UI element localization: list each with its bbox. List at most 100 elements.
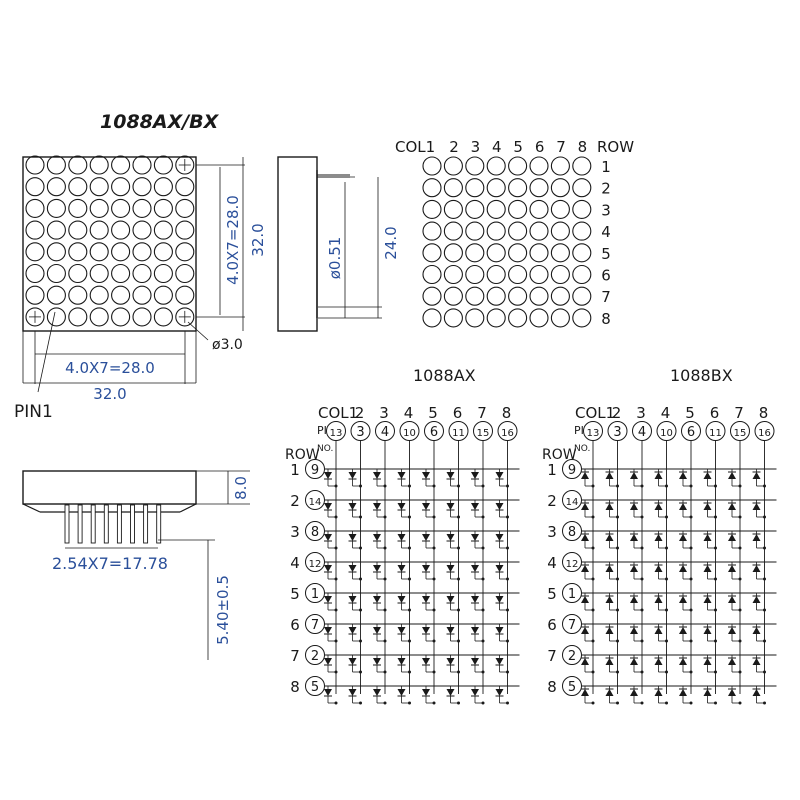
grid-led xyxy=(422,156,442,176)
grid-led xyxy=(572,221,592,241)
front-led xyxy=(25,155,45,175)
diode xyxy=(654,627,663,634)
diode xyxy=(703,472,712,479)
schematic-col-number: 5 xyxy=(685,404,695,422)
junction-dot xyxy=(763,639,766,643)
col-pin-circle xyxy=(497,421,518,441)
junction-dot xyxy=(738,577,742,581)
col-pin-number: 4 xyxy=(638,425,646,440)
diode xyxy=(679,689,687,696)
col-pin-number: 10 xyxy=(403,428,416,439)
front-led xyxy=(111,155,131,175)
diode xyxy=(422,503,430,510)
front-view: 4.0X7=28.0 32.0 4.0X7=28.0 32.0 ø3.0 PIN… xyxy=(14,155,267,422)
schematic-col-number: 4 xyxy=(404,404,414,422)
junction-dot xyxy=(481,484,485,488)
diode xyxy=(397,689,406,696)
junction-dot xyxy=(665,515,668,519)
junction-dot xyxy=(334,546,338,550)
junction-dot xyxy=(383,546,387,550)
grid-led xyxy=(422,264,442,285)
junction-dot xyxy=(616,608,619,612)
junction-dot xyxy=(481,701,485,705)
grid-led xyxy=(508,178,528,198)
junction-dot xyxy=(763,577,766,581)
junction-dot xyxy=(665,484,668,488)
junction-dot xyxy=(408,701,411,705)
diode xyxy=(752,534,761,541)
junction-dot xyxy=(408,484,411,488)
diode xyxy=(752,472,761,479)
diode xyxy=(446,627,455,634)
grid-led xyxy=(422,199,442,219)
grid-led xyxy=(529,156,549,176)
junction-dot xyxy=(334,701,338,705)
front-led xyxy=(68,242,88,262)
junction-dot xyxy=(714,577,717,581)
grid-col-number: 7 xyxy=(556,138,566,156)
front-led xyxy=(25,242,45,262)
diode xyxy=(654,472,663,479)
grid-led xyxy=(529,264,549,285)
junction-dot xyxy=(457,484,460,488)
junction-dot xyxy=(689,701,693,705)
junction-dot xyxy=(714,484,717,488)
diode xyxy=(728,503,736,510)
diode xyxy=(422,627,430,634)
row-pin-number: 7 xyxy=(568,618,576,633)
row-pin-circle xyxy=(305,459,325,479)
diode xyxy=(728,596,736,603)
diode xyxy=(605,565,614,572)
junction-dot xyxy=(640,670,644,674)
junction-dot xyxy=(457,577,460,581)
diode xyxy=(581,658,589,665)
diode xyxy=(581,627,589,634)
junction-dot xyxy=(640,608,644,612)
row-pin-number: 1 xyxy=(311,587,319,602)
row-pin-circle xyxy=(305,521,325,541)
grid-led xyxy=(486,264,506,285)
diode xyxy=(373,596,381,603)
grid-row-number: 5 xyxy=(601,245,611,263)
diode xyxy=(679,472,687,479)
grid-led xyxy=(422,221,442,241)
grid-led xyxy=(508,308,528,328)
diode xyxy=(348,503,357,510)
row-number: 5 xyxy=(547,585,557,603)
grid-row-number: 3 xyxy=(601,201,611,219)
diode xyxy=(471,534,479,541)
grid-led xyxy=(550,178,570,198)
junction-dot xyxy=(616,577,619,581)
row-number: 5 xyxy=(290,585,300,603)
diode xyxy=(679,658,687,665)
grid-row-number: 6 xyxy=(601,267,611,285)
grid-led xyxy=(572,156,592,176)
junction-dot xyxy=(432,701,436,705)
junction-dot xyxy=(714,639,717,643)
dim-width: 32.0 xyxy=(93,385,126,403)
junction-dot xyxy=(408,546,411,550)
junction-dot xyxy=(457,701,460,705)
front-led xyxy=(46,285,66,305)
diode xyxy=(446,534,455,541)
col-pin-circle xyxy=(473,421,493,441)
grid-row-label: ROW xyxy=(597,138,634,156)
junction-dot xyxy=(383,515,387,519)
front-led xyxy=(46,155,66,175)
diode xyxy=(348,565,357,572)
grid-led xyxy=(443,286,463,306)
diode xyxy=(324,534,332,541)
grid-led xyxy=(443,243,463,263)
diode xyxy=(324,627,332,634)
col-pin-number: 11 xyxy=(452,428,465,439)
grid-led xyxy=(486,156,506,176)
junction-dot xyxy=(481,670,485,674)
grid-led xyxy=(465,221,485,241)
junction-dot xyxy=(665,701,668,705)
junction-dot xyxy=(738,484,742,488)
junction-dot xyxy=(689,608,693,612)
front-led xyxy=(89,177,109,197)
dim-lead-diameter: ø0.51 xyxy=(326,237,344,280)
schematic-col-number: 6 xyxy=(453,404,463,422)
